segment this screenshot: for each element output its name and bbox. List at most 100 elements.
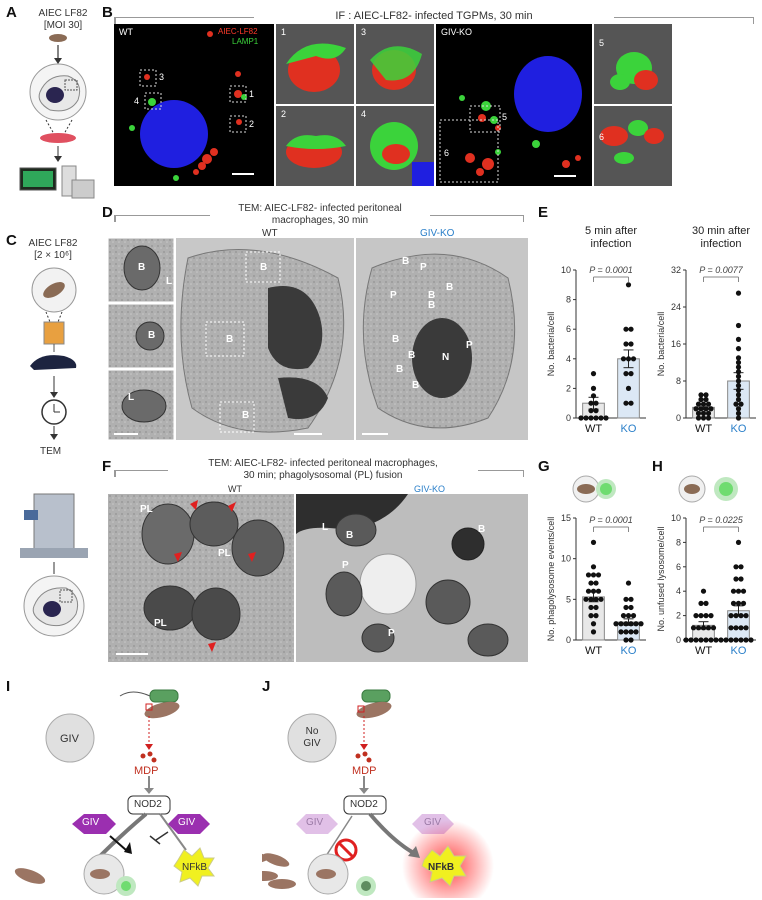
- y-tick-label: 0: [566, 635, 571, 645]
- data-point-ko: [735, 396, 742, 403]
- f-label-pl2: PL: [218, 548, 231, 559]
- data-point-wt: [710, 625, 717, 631]
- zoom-label-4: 4: [361, 109, 367, 119]
- legend-red: AIEC-LF82: [218, 27, 258, 36]
- mouse-icon: [30, 355, 77, 370]
- data-point-ko: [735, 359, 742, 366]
- data-point-ko: [733, 576, 739, 582]
- data-point-ko: [735, 373, 742, 379]
- data-point-wt: [683, 637, 689, 643]
- data-point-ko: [735, 322, 742, 329]
- panel-f-ko-label: GIV-KO: [414, 484, 446, 494]
- panel-f-title-line1: TEM: AIEC-LF82- infected peritoneal macr…: [208, 458, 438, 469]
- data-point-ko: [628, 629, 634, 635]
- data-point-wt: [693, 406, 699, 412]
- panel-letter-h: H: [652, 458, 663, 475]
- j-nogiv-line1: No: [305, 726, 319, 737]
- data-point-ko: [738, 613, 744, 619]
- data-point-wt: [700, 401, 707, 407]
- data-point-ko: [623, 400, 629, 406]
- x-tick-label-ko: KO: [731, 423, 747, 435]
- data-point-wt: [708, 406, 714, 412]
- i-giv3-label: GIV: [178, 817, 196, 828]
- data-point-wt: [688, 637, 694, 643]
- data-point-wt: [598, 415, 604, 421]
- y-axis-label: No. bacteria/cell: [656, 312, 666, 377]
- x-tick-label-ko: KO: [621, 423, 637, 435]
- j-nod2-label: NOD2: [350, 799, 378, 810]
- data-point-wt: [590, 393, 597, 399]
- data-point-ko: [735, 406, 742, 412]
- roi-label-1: 1: [249, 89, 255, 99]
- giv-hexagon-faded-2: [412, 814, 454, 834]
- roi-label-3: 3: [159, 72, 165, 82]
- data-point-wt: [698, 613, 704, 619]
- y-tick-label: 2: [566, 383, 571, 393]
- panel-f-title-line2: 30 min; phagolysosomal (PL) fusion: [243, 470, 403, 481]
- legend-green: LAMP1: [232, 37, 259, 46]
- data-point-wt: [705, 625, 712, 631]
- zoom-label-2: 2: [281, 109, 287, 119]
- data-point-wt: [698, 406, 704, 412]
- y-tick-label: 32: [671, 265, 681, 275]
- data-point-wt: [583, 415, 589, 421]
- y-axis-label: No. bacteria/cell: [546, 312, 556, 377]
- giv-cell-icon: [45, 713, 95, 763]
- nucleus-wt: [140, 100, 208, 168]
- data-point-ko: [738, 637, 744, 643]
- pl-arrow-1: [190, 500, 198, 510]
- y-tick-label: 8: [566, 295, 571, 305]
- data-point-wt: [698, 600, 704, 606]
- data-point-wt: [588, 604, 594, 611]
- panel-j-schematic: [262, 689, 494, 898]
- panel-c-line1: AIEC LF82: [28, 238, 78, 249]
- data-point-wt: [588, 415, 594, 421]
- panel-f-wt-label: WT: [228, 484, 242, 494]
- d-label-ko-b1: B: [402, 256, 410, 267]
- x-tick-label-wt: WT: [695, 645, 712, 657]
- d-label-b4: B: [226, 334, 234, 345]
- data-point-wt: [598, 596, 604, 602]
- macrophage-nucleus: [46, 87, 64, 103]
- p-value-label: P = 0.0001: [589, 515, 632, 525]
- panel-b-title: IF : AIEC-LF82- infected TGPMs, 30 min: [254, 10, 614, 22]
- data-point-wt: [703, 600, 709, 606]
- data-point-ko: [625, 613, 632, 619]
- data-point-ko: [623, 604, 629, 611]
- panel-i-schematic: [14, 689, 215, 896]
- y-tick-label: 6: [676, 562, 681, 572]
- data-point-ko: [625, 580, 632, 586]
- roi-label-5: 5: [502, 112, 508, 122]
- data-point-ko: [735, 364, 742, 370]
- data-point-wt: [698, 396, 704, 403]
- d-label-ko-p2: P: [466, 340, 473, 351]
- roi-box-1: [229, 85, 247, 103]
- data-point-wt: [718, 637, 724, 643]
- pl-arrow-3: [174, 552, 182, 562]
- i-nod2-label: NOD2: [134, 799, 162, 810]
- data-point-wt: [705, 415, 712, 421]
- x-tick-label-wt: WT: [585, 423, 602, 435]
- data-point-wt: [708, 637, 714, 643]
- data-point-wt: [585, 572, 592, 578]
- panel-d-title-line1: TEM: AIEC-LF82- infected peritoneal: [238, 203, 402, 214]
- panel-letter-e: E: [538, 204, 549, 221]
- data-point-ko: [728, 637, 734, 643]
- data-point-ko: [735, 290, 742, 296]
- data-point-wt: [588, 408, 594, 414]
- data-point-ko: [728, 613, 734, 619]
- giv-hexagon-2: [168, 814, 210, 834]
- data-point-wt: [700, 415, 707, 421]
- zoom-panel-1: 1: [276, 24, 354, 104]
- roi-label-6: 6: [444, 148, 450, 158]
- y-tick-label: 4: [566, 354, 571, 364]
- data-point-ko: [630, 356, 637, 362]
- data-point-wt: [703, 396, 709, 403]
- data-point-wt: [700, 588, 707, 594]
- data-point-wt: [698, 637, 704, 643]
- data-point-ko: [728, 625, 734, 631]
- i-giv-label: GIV: [60, 733, 79, 745]
- data-point-ko: [623, 341, 629, 347]
- data-point-wt: [593, 400, 599, 406]
- data-point-ko: [625, 356, 632, 362]
